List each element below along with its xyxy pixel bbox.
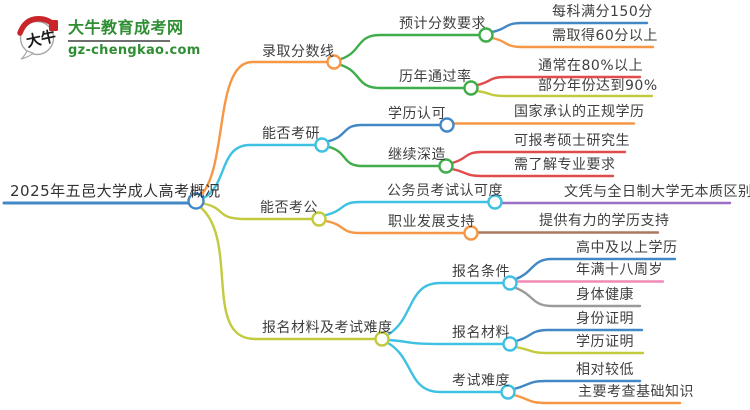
- node-requirements: 报名条件: [452, 264, 510, 280]
- edge-career-support: [324, 219, 466, 235]
- node-full-marks-150: 每科满分150分: [552, 4, 653, 20]
- dot-requirements: [502, 275, 518, 291]
- node-degree-recognition: 学历认可: [388, 106, 446, 122]
- node-materials: 报名材料: [452, 325, 510, 341]
- node-further-study: 继续深造: [388, 147, 446, 163]
- edge-further-study: [327, 145, 441, 168]
- edge-full-marks-150: [490, 21, 649, 34]
- edge-basics-tested: [512, 393, 682, 405]
- logo-divider: [68, 40, 170, 42]
- edge-edu-proof: [514, 345, 645, 355]
- edge-materials: [387, 338, 505, 346]
- edge-id-proof: [514, 328, 644, 343]
- edge-postgrad-eligibility: [199, 143, 317, 201]
- dot-exam-difficulty: [500, 384, 516, 400]
- logo-title: 大牛教育成考网: [68, 18, 184, 37]
- edge-healthy: [514, 286, 642, 308]
- node-can-apply-masters: 可报考硕士研究生: [514, 133, 630, 149]
- node-check-major-req: 需了解专业要求: [514, 157, 616, 173]
- dot-civil-service-eligibility: [311, 211, 327, 227]
- node-edu-proof: 学历证明: [576, 334, 634, 350]
- edge-highschool-plus: [514, 257, 677, 281]
- node-relatively-low: 相对较低: [576, 362, 634, 378]
- dot-career-support: [463, 225, 479, 241]
- node-age-18: 年满十八周岁: [576, 262, 663, 278]
- dot-expected-score-req: [478, 27, 494, 43]
- dot-root: [187, 192, 205, 210]
- edge-degree-recognition: [327, 123, 442, 143]
- dot-materials: [502, 336, 518, 352]
- bubble-tail: [20, 50, 35, 60]
- edge-expected-score-req: [339, 33, 481, 61]
- red-seal: [49, 20, 58, 31]
- edge-check-major-req: [450, 167, 615, 178]
- node-postgrad-eligibility: 能否考研: [262, 126, 320, 142]
- edge-exam-difficulty: [386, 341, 503, 394]
- node-admission-scores: 录取分数线: [262, 44, 335, 60]
- node-expected-score-req: 预计分数要求: [399, 16, 486, 32]
- site-logo: 大牛 大牛教育成考网 gz-chengkao.com: [14, 12, 201, 60]
- node-diploma-no-difference: 文凭与全日制大学无本质区别: [564, 184, 750, 200]
- edge-civil-service-eligibility: [199, 201, 314, 221]
- node-state-recognized: 国家承认的正规学历: [514, 104, 645, 120]
- node-highschool-plus: 高中及以上学历: [576, 240, 678, 256]
- node-materials-difficulty: 报名材料及考试难度: [262, 320, 393, 336]
- node-civil-service-eligibility: 能否考公: [260, 200, 318, 216]
- logo-domain: gz-chengkao.com: [68, 43, 201, 58]
- node-strong-degree-support: 提供有力的学历支持: [539, 213, 670, 229]
- edge-usually-above-80: [475, 75, 642, 87]
- dot-postgrad-eligibility: [314, 137, 330, 153]
- dot-civil-exam-recognition: [487, 194, 503, 210]
- node-basics-tested: 主要考查基础知识: [578, 384, 694, 400]
- bubble-characters: 大牛: [25, 27, 58, 51]
- node-career-support: 职业发展支持: [388, 214, 475, 230]
- edge-requirements: [387, 281, 505, 336]
- edge-admission-scores: [198, 60, 329, 198]
- node-exam-difficulty: 考试难度: [452, 373, 510, 389]
- edge-can-apply-masters: [450, 150, 627, 165]
- edge-historical-pass-rate: [339, 63, 466, 90]
- node-root: 2025年五邑大学成人高考概况: [10, 182, 221, 200]
- node-civil-exam-recognition: 公务员考试认可度: [387, 183, 503, 199]
- node-usually-above-80: 通常在80%以上: [538, 58, 644, 74]
- node-healthy: 身体健康: [576, 287, 634, 303]
- edge-some-years-90: [475, 89, 654, 98]
- dot-historical-pass-rate: [463, 80, 479, 96]
- edge-civil-exam-recognition: [324, 200, 490, 217]
- node-historical-pass-rate: 历年通过率: [399, 69, 472, 85]
- edge-materials-difficulty: [197, 204, 377, 341]
- daniu-bubble-icon: 大牛: [17, 16, 58, 60]
- node-some-years-90: 部分年份达到90%: [538, 78, 658, 94]
- edge-relatively-low: [512, 379, 642, 391]
- dot-materials-difficulty: [374, 331, 390, 347]
- dot-degree-recognition: [439, 117, 455, 133]
- node-id-proof: 身份证明: [576, 311, 634, 327]
- edge-need-60-plus: [490, 36, 655, 49]
- node-need-60-plus: 需取得60分以上: [552, 28, 658, 44]
- dot-admission-scores: [326, 54, 342, 70]
- dot-further-study: [438, 158, 454, 174]
